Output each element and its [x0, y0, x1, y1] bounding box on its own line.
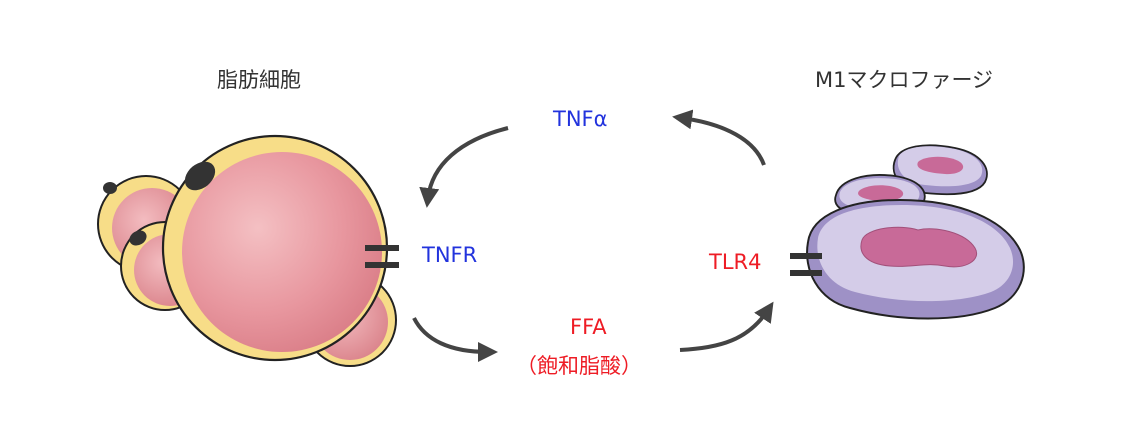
- tnfr-label: TNFR: [422, 243, 478, 267]
- macrophage-cell: [806, 144, 1025, 320]
- arrow-tnfa-to-tnfr: [419, 126, 509, 208]
- macrophage-label: M1マクロファージ: [815, 68, 994, 92]
- large-fat-cell: [161, 134, 389, 362]
- tlr4-label: TLR4: [709, 250, 762, 274]
- tlr4-receptor-marker: [790, 253, 822, 276]
- tnf-alpha-label: TNFα: [553, 107, 608, 131]
- arrow-adipocyte-to-ffa: [412, 317, 498, 362]
- nucleus: [129, 230, 147, 246]
- ffa-note-label: （飽和脂酸）: [516, 354, 642, 378]
- arrow-tlr4-to-tnfa: [672, 109, 766, 166]
- nucleus: [184, 161, 216, 191]
- adipocyte-label: 脂肪細胞: [217, 68, 301, 92]
- arrow-ffa-to-tlr4: [679, 301, 774, 352]
- tnfr-receptor-marker: [365, 245, 399, 268]
- nucleus: [103, 182, 117, 194]
- ffa-label: FFA: [570, 315, 607, 339]
- macrophage-body: [806, 198, 1025, 320]
- macrophage-pseudopod: [892, 144, 988, 196]
- adipocyte-cluster: [97, 134, 397, 367]
